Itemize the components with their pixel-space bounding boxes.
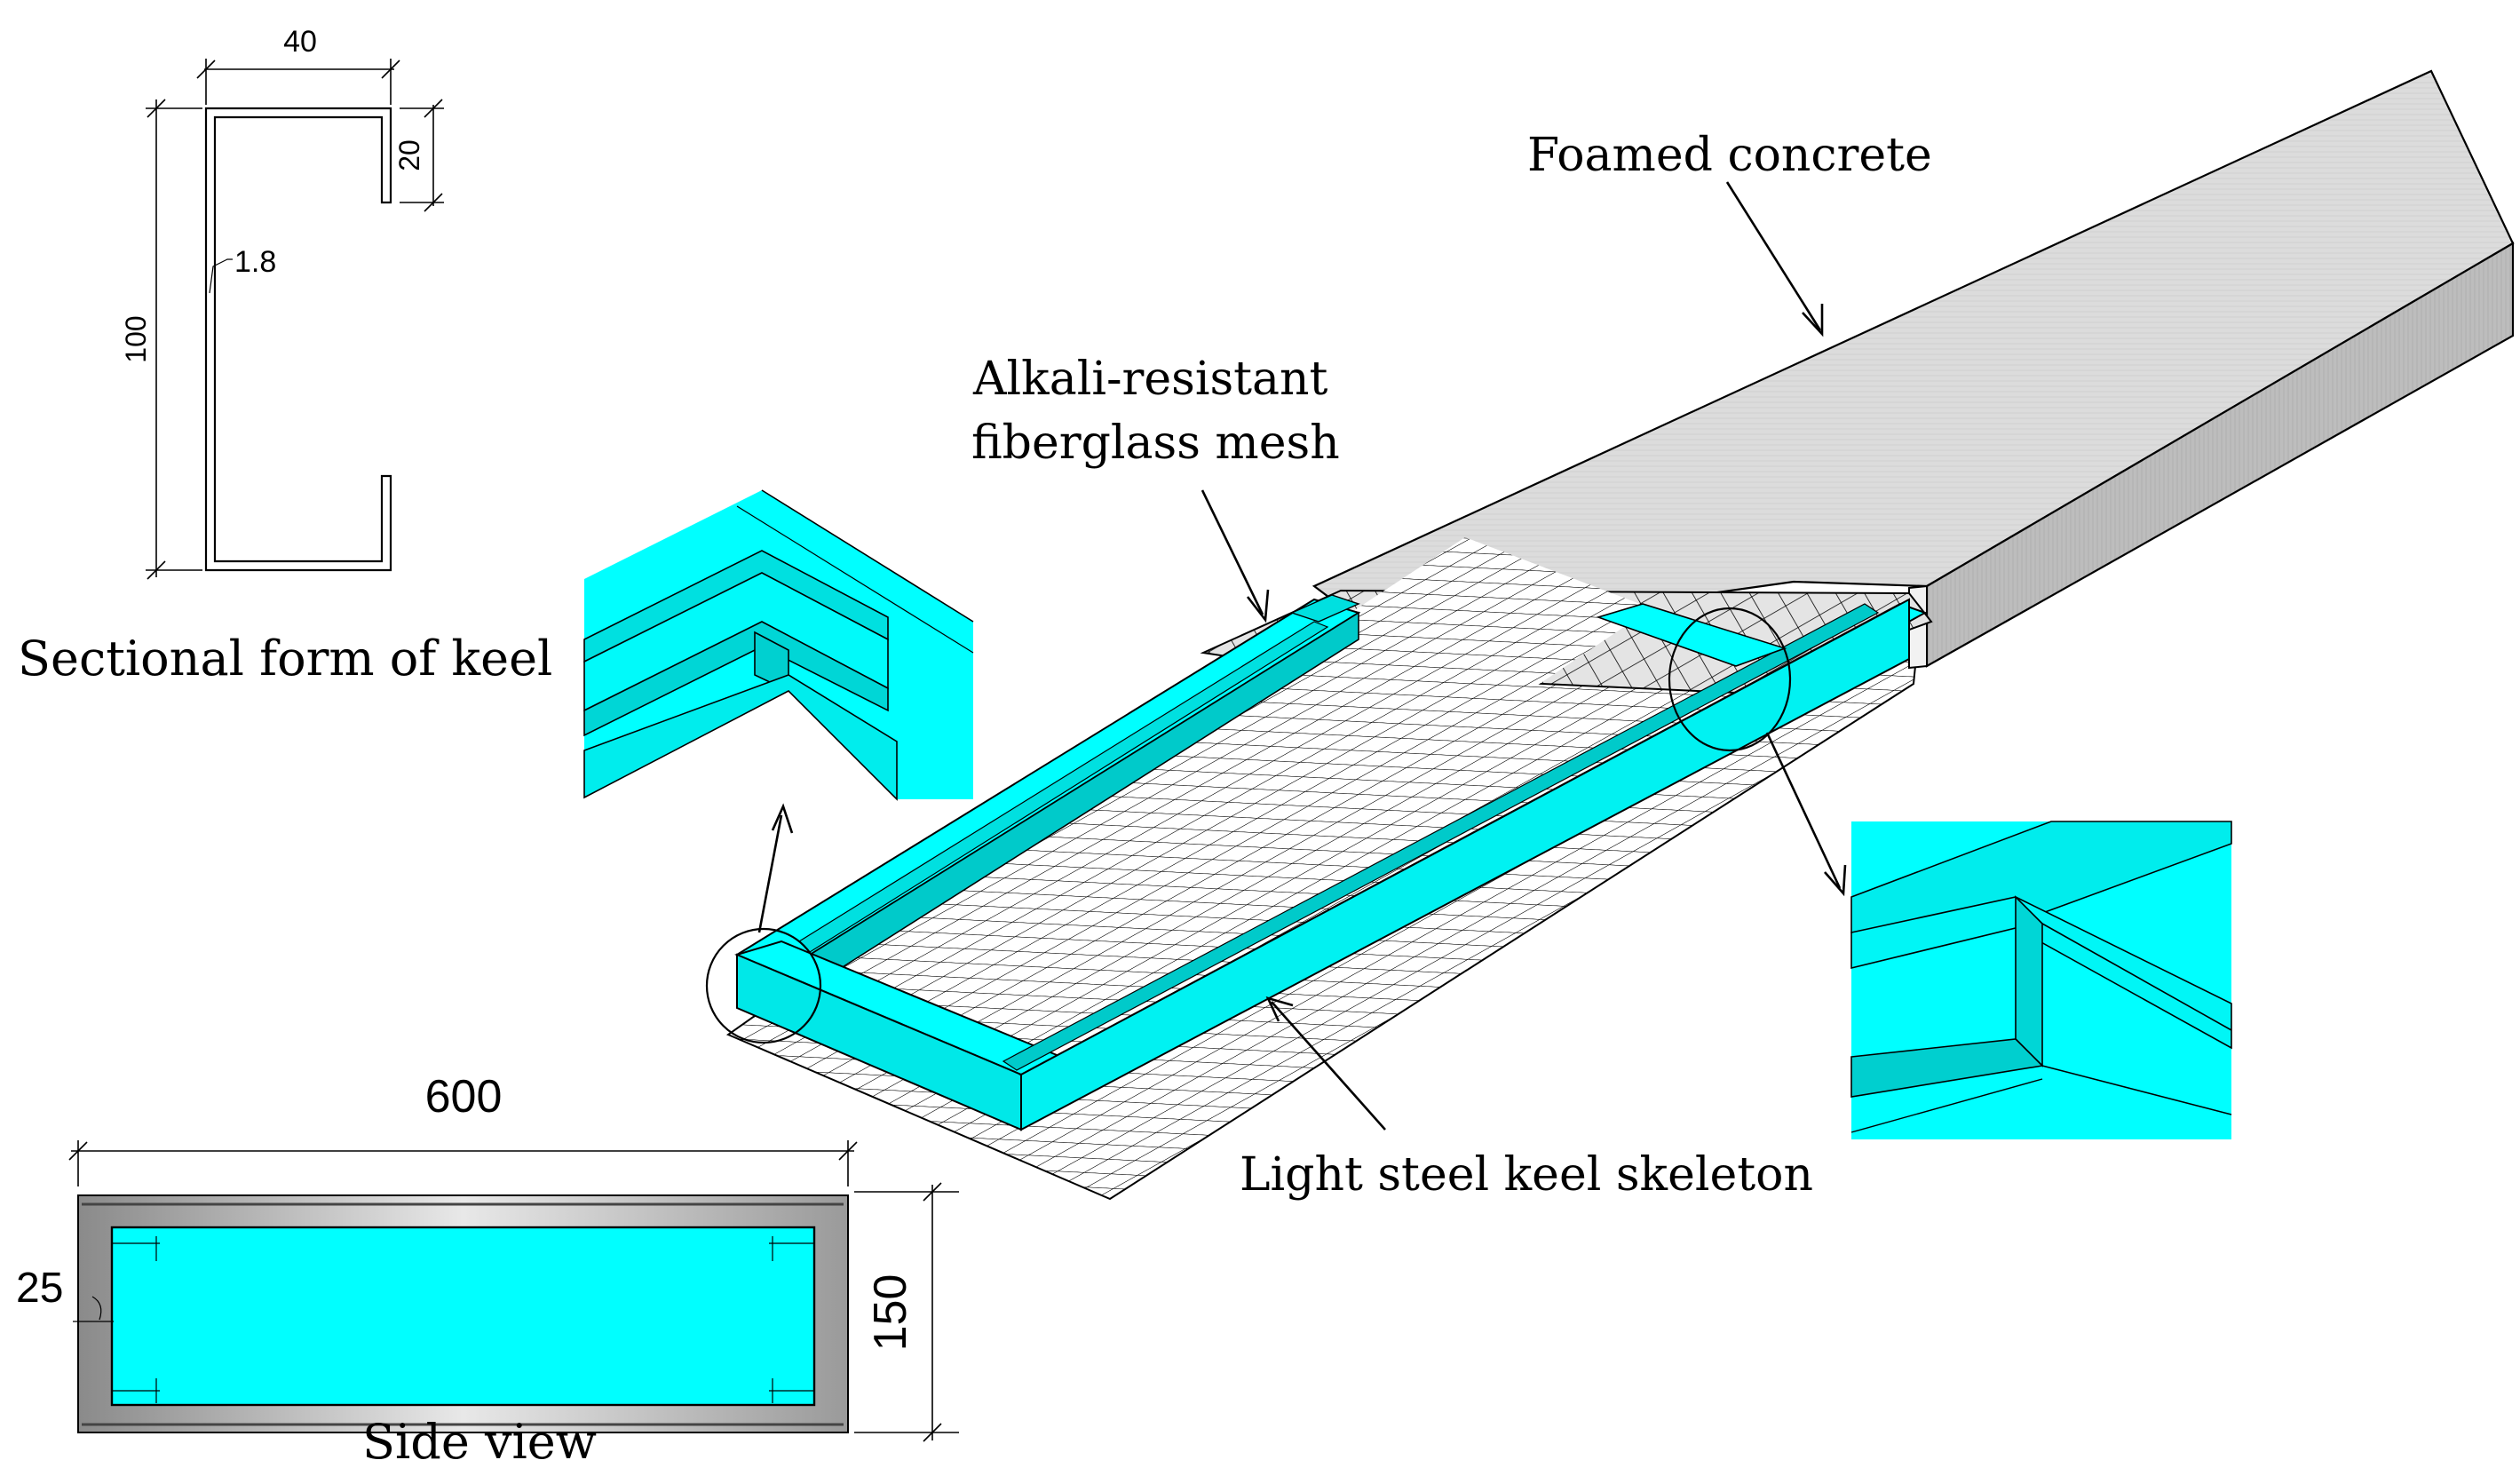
label-mesh-line2: fiberglass mesh bbox=[971, 417, 1340, 470]
label-keel-skeleton: Light steel keel skeleton bbox=[1240, 1148, 1813, 1202]
side-dim-height-label: 150 bbox=[865, 1274, 916, 1352]
dim-width-label: 40 bbox=[283, 25, 317, 59]
dim-height: 100 bbox=[120, 99, 202, 580]
c-channel-outline bbox=[204, 107, 392, 572]
keel-section-drawing: 40 20 1.8 100 Sectional form of keel bbox=[18, 25, 552, 686]
right-rail-inner bbox=[1002, 603, 1880, 1071]
panel-assembly bbox=[705, 69, 2515, 1201]
sectional-caption: Sectional form of keel bbox=[18, 631, 552, 686]
dim-lip-label: 20 bbox=[393, 139, 425, 171]
dim-height-label: 100 bbox=[120, 315, 152, 362]
detail-circle-left bbox=[705, 927, 822, 1044]
dim-thickness: 1.8 bbox=[209, 245, 276, 294]
dim-width: 40 bbox=[196, 25, 400, 105]
callouts: Foamed concrete Alkali-resistant fibergl… bbox=[971, 129, 1932, 1202]
right-rail-front bbox=[1020, 598, 1910, 1131]
arrow-left-inset bbox=[757, 814, 783, 933]
label-foamed-concrete: Foamed concrete bbox=[1527, 129, 1932, 182]
side-dim-length-label: 600 bbox=[425, 1071, 503, 1123]
arrow-right-inset bbox=[1765, 732, 1842, 889]
detail-inset-left bbox=[583, 489, 974, 933]
dim-lip: 20 bbox=[393, 99, 444, 212]
dim-thickness-label: 1.8 bbox=[234, 245, 276, 279]
side-dim-cover-label: 25 bbox=[16, 1265, 63, 1312]
side-view-drawing: 600 25 150 Side view bbox=[16, 1071, 959, 1470]
detail-inset-right bbox=[1765, 732, 2232, 1139]
detail-circle-right bbox=[1668, 607, 1792, 752]
label-mesh-line1: Alkali-resistant bbox=[972, 353, 1328, 406]
side-keel-core bbox=[110, 1226, 816, 1407]
side-caption: Side view bbox=[362, 1414, 597, 1470]
